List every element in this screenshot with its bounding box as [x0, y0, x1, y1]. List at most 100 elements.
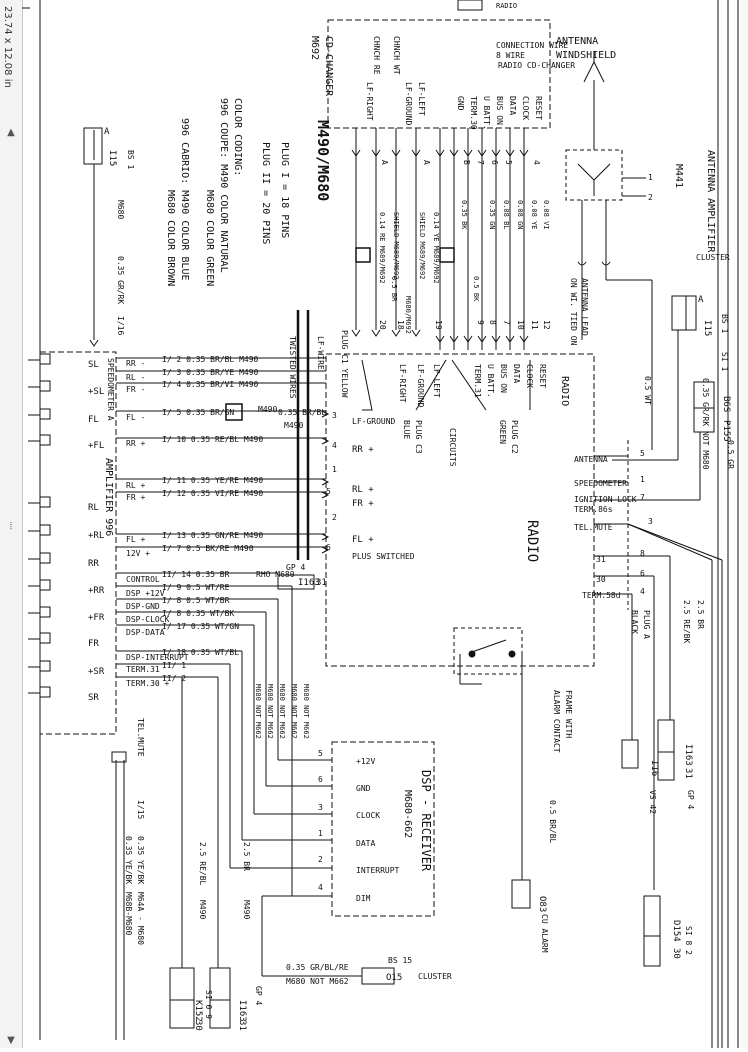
diagram-label: FL +: [126, 535, 145, 544]
diagram-label: TERM.30: [469, 96, 478, 130]
diagram-label: +12V: [356, 757, 375, 766]
up-arrow-icon[interactable]: ▲: [7, 127, 15, 138]
diagram-label: M441: [673, 164, 684, 188]
diagram-label: 8 WIRE: [496, 51, 525, 60]
diagram-label: I/ 11 0.35 YE/RE M490: [162, 476, 263, 485]
diagram-label: TWISTED WIRES: [288, 336, 297, 399]
diagram-label: 996 CABRIO: M490 COLOR BLUE: [179, 118, 190, 281]
diagram-label: 31: [316, 578, 327, 588]
diagram-label: BLACK: [630, 610, 639, 634]
diagram-label: B: [462, 160, 471, 165]
diagram-label: 1: [332, 465, 337, 474]
diagram-label: 1: [318, 829, 323, 838]
diagram-label: B6S: [721, 396, 731, 412]
diagram-label: 5: [640, 449, 645, 458]
diagram-label: RR -: [126, 359, 145, 368]
diagram-label: LF-WIRE: [316, 336, 325, 370]
diagram-label: A: [698, 295, 704, 305]
diagram-label: CLOCK: [521, 96, 530, 120]
diagram-label: 0.35 GR/RK: [116, 256, 125, 304]
diagram-label: M680 NOT M662: [278, 684, 286, 739]
diagram-label: +SL: [88, 387, 104, 397]
diagram-label: 0.08 BL: [502, 200, 510, 230]
page-size-label: 23.74 x 12.08 in: [2, 6, 13, 88]
diagram-label: GP 4: [254, 986, 263, 1005]
diagram-label: DSP-GND: [126, 602, 160, 611]
diagram-label: RADIO: [496, 2, 517, 10]
diagram-label: 0.35 GR/RK NOT M680: [701, 378, 710, 470]
diagram-label: K152: [193, 1000, 203, 1022]
diagram-label: M490: [242, 900, 251, 919]
diagram-label: LF-RIGHT: [398, 364, 407, 403]
diagram-label: AMPLIFIER 996: [103, 458, 114, 536]
diagram-label: +FR: [88, 613, 105, 623]
diagram-label: BS 1: [126, 150, 135, 169]
diagram-label: DSP +12V: [126, 589, 165, 598]
diagram-label: I/16: [116, 316, 125, 335]
diagram-label: 7: [502, 320, 511, 325]
diagram-label: RADIO CD-CHANGER: [498, 61, 575, 70]
diagram-label: 5: [504, 160, 513, 165]
diagram-label: RR +: [352, 445, 374, 455]
diagram-label: RL: [88, 503, 99, 513]
diagram-label: +RL: [88, 531, 104, 541]
diagram-label: RL -: [126, 373, 145, 382]
diagram-label: 2: [318, 855, 323, 864]
diagram-label: M64A - M680: [136, 892, 145, 945]
diagram-label: ON WI. TIED ON: [569, 278, 578, 346]
diagram-label: CLOCK: [356, 811, 380, 820]
resize-handle-icon[interactable]: ⦙: [9, 521, 13, 532]
diagram-label: DSP-DATA: [126, 628, 165, 637]
diagram-label: FR +: [126, 493, 145, 502]
diagram-label: RADIO: [524, 520, 540, 562]
diagram-label: O15: [386, 973, 402, 983]
diagram-label: DIM: [356, 894, 371, 903]
diagram-label: CONTROL: [126, 575, 160, 584]
diagram-label: A: [380, 160, 389, 165]
diagram-label: 11: [530, 320, 539, 330]
diagram-label: I/ 7 0.5 BK/RE M490: [162, 544, 254, 553]
diagram-label: 0.5 BR/BL: [548, 800, 557, 844]
diagram-label: TEL.MUTE: [574, 523, 613, 532]
diagram-label: 4: [640, 587, 645, 596]
diagram-label: M680 NOT M662: [286, 977, 349, 986]
diagram-label: I/15: [136, 800, 145, 819]
diagram-label: 8: [488, 320, 497, 325]
diagram-label: ANTENNA AMPLIFIER: [705, 150, 716, 253]
diagram-label: TEL.MUTE: [136, 718, 145, 757]
diagram-label: P155: [721, 420, 731, 442]
diagram-label: PLUG II = 20 PINS: [260, 142, 271, 244]
diagram-label: PLUG C2: [510, 420, 519, 454]
diagram-label: CHNCH RE: [372, 36, 381, 75]
diagram-label: CONNECTION WIRE: [496, 41, 568, 50]
diagram-label: CLUSTER: [418, 972, 452, 981]
scrollbar[interactable]: [740, 0, 748, 1048]
diagram-label: M680 NOT M662: [266, 684, 274, 739]
diagram-label: FL -: [126, 413, 145, 422]
diagram-label: BUS ON: [499, 364, 508, 393]
diagram-label: FR: [88, 639, 99, 649]
diagram-label: LF-GROUND: [416, 364, 425, 408]
diagram-label: PLUG C3: [414, 420, 423, 454]
diagram-label: 2.5 RE/BK: [682, 600, 691, 644]
diagram-label: I/ 10 0.35 RE/BL M490: [162, 435, 263, 444]
diagram-label: ANTENNA: [574, 455, 608, 464]
diagram-label: I/ 2 0.35 BR/BL M490: [162, 355, 259, 364]
diagram-label: LF-GROUND: [352, 417, 396, 426]
diagram-label: DATA: [512, 364, 521, 383]
diagram-label: 5: [326, 487, 331, 496]
diagram-label: DSP-INTERRUPT: [126, 653, 189, 662]
diagram-label: DSP-CLOCK: [126, 615, 170, 624]
diagram-label: 6: [640, 569, 645, 578]
diagram-label: 2.5 BR: [242, 842, 251, 871]
diagram-label: FR +: [352, 499, 374, 509]
diagram-label: 30: [596, 575, 606, 584]
diagram-label: SI 8 2: [684, 926, 693, 955]
diagram-label: I/ 13 0.35 GN/RE M490: [162, 531, 263, 540]
diagram-label: 4: [332, 441, 337, 450]
diagram-label: SPEEDOMETER: [574, 479, 627, 488]
diagram-label: 6: [326, 543, 331, 552]
down-arrow-icon[interactable]: ▼: [7, 1035, 15, 1046]
diagram-label: CU ALARM: [540, 914, 549, 953]
